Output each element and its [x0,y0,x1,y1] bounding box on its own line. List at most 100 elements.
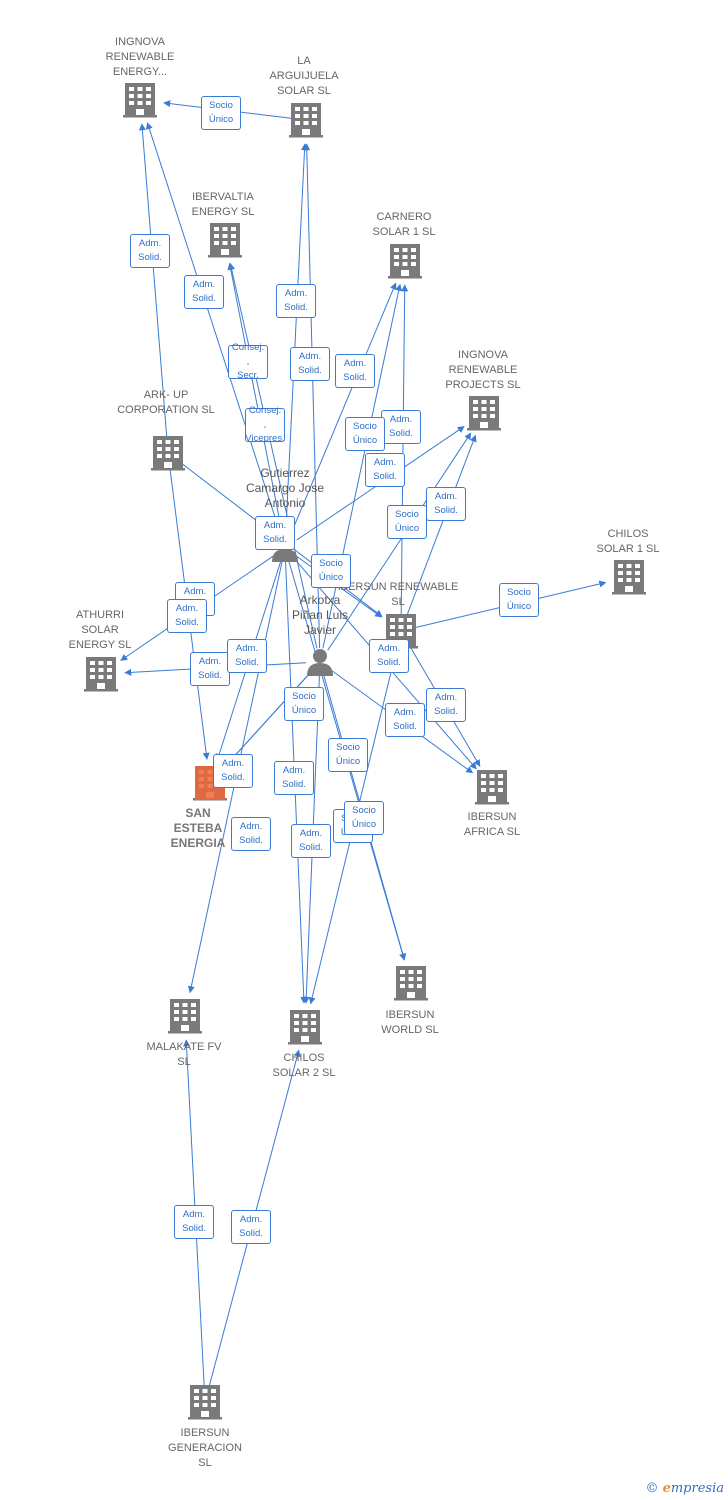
edge-label-text: Solid. [434,505,458,516]
node-label-ibervaltia[interactable]: IBERVALTIA ENERGY SL [191,191,255,218]
edge-label-adm-solid[interactable]: Adm.Solid. [276,284,316,318]
edge-label-adm-solid[interactable]: Adm.Solid. [381,410,421,444]
edge-label-text: Solid. [182,1223,206,1234]
edge-label-adm-solid[interactable]: Adm.Solid. [426,688,466,722]
edge-label-text: Único [352,435,378,446]
node-label-ibersun-world[interactable]: IBERSUN WORLD SL [381,1009,439,1036]
node-label-arkup[interactable]: ARK- UP CORPORATION SL [117,389,215,416]
node-label-chilos2[interactable]: CHILOS SOLAR 2 SL [272,1052,336,1079]
building-icon[interactable] [123,83,157,118]
edge-label-adm-solid[interactable]: Adm. Solid. [167,599,207,633]
edge-label-consej-vicepres[interactable]: Consej.,Vicepres. [245,405,285,444]
edge-label-text: Único [506,601,532,612]
edge-gutierrez-to-carnero [289,282,397,536]
edge-label-text: Adm. [183,586,207,597]
building-icon[interactable] [289,103,323,138]
edge-gutierrez-to-arguijuela [285,143,309,535]
edge-label-adm-solid[interactable]: Adm.Solid. [227,639,267,673]
edge-label-text: Adm. [282,765,306,776]
edge-label-adm-solid[interactable]: Adm.Solid. [174,1205,214,1239]
node-label-arguijuela[interactable]: LA ARGUIJUELA SOLAR SL [269,55,339,97]
edge-label-text: Solid. [198,670,222,681]
edge-label-text: Secr. [237,370,259,381]
edge-label-text: Adm. [434,692,458,703]
edge-label-adm-solid[interactable]: Adm.Solid. [190,652,230,686]
node-label-carnero[interactable]: CARNERO SOLAR 1 SL [372,211,436,238]
building-icon[interactable] [394,966,428,1001]
building-icon[interactable] [151,436,185,471]
building-icon[interactable] [188,1385,222,1420]
edge-label-text: Solid. [298,365,322,376]
edge-label-adm-solid[interactable]: Adm.Solid. [365,453,405,487]
building-icon[interactable] [288,1010,322,1045]
person-icon[interactable] [307,649,333,676]
brand-name: mpresia [670,1481,724,1496]
node-label-san-esteban[interactable]: SAN ESTEBA ENERGIA [170,806,226,850]
edge-label-text: Solid. [239,1228,263,1239]
building-icon[interactable] [388,244,422,279]
edge-label-adm-solid[interactable]: Adm.Solid. [335,354,375,388]
edge-label-adm-solid[interactable]: Adm.Solid. [231,1210,271,1244]
node-label-arkotxa[interactable]: Arkotxa Piñan Luis Javier [291,593,349,637]
node-label-ingnova-energy[interactable]: INGNOVA RENEWABLE ENERGY... [105,36,175,78]
edge-label-adm-solid[interactable]: Adm.Solid. [184,275,224,309]
building-icon[interactable] [467,396,501,431]
edge-gutierrez-to-ibervaltia [227,262,283,535]
edge-label-adm-solid[interactable]: Adm.Solid. [231,817,271,851]
brand-footer: © empresia [645,1481,724,1496]
edge-label-text: Adm. [284,288,308,299]
edge-label-consej-secr[interactable]: Consej.,Secr. [228,342,268,381]
edge-ibersun_renewable-to-carnero [400,284,409,618]
edge-label-adm-solid[interactable]: Adm.Solid. [274,761,314,795]
edge-label-text: Socio [353,421,377,432]
edge-label-text: Solid. [377,657,401,668]
edge-label-adm-solid[interactable]: Adm.Solid. [213,754,253,788]
edge-arkotxa-to-ibervaltia [228,262,318,649]
edge-label-text: Socio [352,805,376,816]
building-icon[interactable] [84,657,118,692]
edge-label-text: Adm. [175,603,199,614]
edge-label-adm-solid[interactable]: Adm.Solid. [385,703,425,737]
edge-label-text: Solid. [235,657,259,668]
edge-label-adm-solid[interactable]: Adm.Solid. [255,516,295,550]
building-icon[interactable] [475,770,509,805]
building-icon[interactable] [168,999,202,1034]
node-label-gutierrez[interactable]: Gutierrez Camargo Jose Antonio [245,466,325,510]
edge-label-text: Adm. [138,238,162,249]
edge-label-adm-solid[interactable]: Adm. Solid. [290,347,330,381]
edge-arkup-to-ingnova_energy [138,123,168,440]
edge-arkotxa-to-ingnova_projects [327,432,472,651]
edge-label-adm-solid[interactable]: Adm.Solid. [291,824,331,858]
edge-label-text: Adm. [343,358,367,369]
edge-label-text: Solid. [175,617,199,628]
node-label-athurri[interactable]: ATHURRI SOLAR ENERGY SL [68,609,132,651]
edge-label-text: Solid. [373,471,397,482]
edge-label-text: Socio [507,587,531,598]
node-label-ingnova-projects[interactable]: INGNOVA RENEWABLE PROJECTS SL [445,349,521,391]
node-label-chilos1[interactable]: CHILOS SOLAR 1 SL [596,528,660,555]
edge-label-adm-solid[interactable]: Adm.Solid. [130,234,170,268]
edge-label-text: Solid. [389,428,413,439]
edge-label-text: Adm. [298,351,322,362]
edge-label-text: Solid. [192,293,216,304]
node-label-ibersun-generacion[interactable]: IBERSUN GENERACION SL [168,1427,242,1469]
node-label-ibersun-renewable[interactable]: IBERSUN RENEWABLE SL [337,581,459,608]
edge-label-adm-solid[interactable]: Adm.Solid. [426,487,466,521]
node-label-ibersun-africa[interactable]: IBERSUN AFRICA SL [463,811,521,838]
edge-label-text: Único [351,819,377,830]
building-icon[interactable] [612,560,646,595]
edge-label-adm-solid[interactable]: Adm. Solid. [369,639,409,673]
edge-label-text: Socio [319,558,343,569]
node-label-malakate[interactable]: MALAKATE FV SL [146,1041,222,1068]
edge-label-text: Adm. [377,643,401,654]
building-icon[interactable] [208,223,242,258]
edge-label-text: Consej. [231,342,265,353]
